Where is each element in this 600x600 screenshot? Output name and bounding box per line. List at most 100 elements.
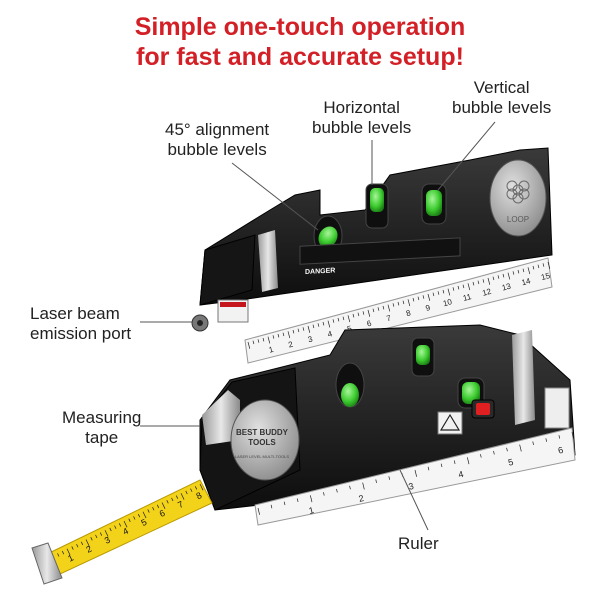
top-ruler-tick [497, 275, 500, 279]
callout-45-line-1: 45° alignment [165, 120, 270, 139]
top-ruler-tick [302, 327, 305, 331]
callout-ruler-line-1: Ruler [398, 534, 439, 553]
callout-laser-line-2: emission port [30, 324, 132, 343]
top-ruler-number: 4 [327, 329, 334, 339]
bubble-vertical-icon [426, 190, 442, 216]
tape-tick [137, 513, 141, 518]
tape-ticks [47, 483, 204, 565]
tape-number: 6 [158, 508, 167, 519]
top-level-front-cap [199, 234, 256, 306]
tape-tick [128, 518, 131, 522]
laser-power-switch-rocker [476, 403, 490, 415]
top-ruler-tick [447, 288, 451, 296]
callout-horizontal-line-2: bubble levels [312, 118, 412, 137]
bottom-laser-level: BEST BUDDY TOOLS LASER LEVEL MULTI-TOOLS… [199, 324, 576, 526]
top-ruler-number: 11 [462, 292, 473, 303]
top-ruler-tick [482, 279, 485, 283]
bottom-ruler-tick [453, 460, 456, 464]
top-ruler-tick [247, 341, 251, 349]
loop-logo-text: LOOP [507, 215, 529, 224]
bottom-metal-band [512, 330, 535, 425]
headline-line-2: for fast and accurate setup! [136, 43, 464, 71]
tape-tick [123, 520, 128, 528]
top-ruler-tick [387, 304, 391, 312]
top-ruler-tick [452, 287, 455, 291]
top-ruler-tick [367, 309, 371, 317]
tape-tick [156, 504, 160, 509]
top-ruler-tick [382, 305, 385, 310]
headline-line-1: Simple one-touch operation [134, 13, 466, 41]
bottom-ruler-tick [388, 476, 390, 480]
top-ruler-number: 5 [346, 324, 353, 334]
callout-45-line-2: bubble levels [167, 140, 267, 159]
tape-number: 5 [140, 517, 149, 528]
top-ruler-tick [357, 312, 360, 317]
tape-tick [166, 500, 169, 504]
top-ruler-number: 3 [307, 334, 314, 344]
bottom-ruler-tick [466, 457, 470, 465]
tape-tick [76, 543, 79, 548]
top-ruler-tick [252, 340, 255, 345]
bottom-ruler-ticks [257, 431, 574, 515]
top-ruler-tick [402, 300, 405, 305]
bottom-ruler-tick [283, 501, 286, 506]
top-ruler-tick [347, 315, 351, 323]
top-ruler-tick [542, 263, 545, 267]
leader-vertical [437, 121, 496, 191]
bottom-ruler-tick [558, 435, 561, 439]
tape-tick [90, 537, 93, 541]
top-ruler-tick [362, 311, 365, 315]
leader-45 [231, 162, 319, 231]
bottom-ruler-tick [440, 463, 443, 468]
bottom-ruler-tick [270, 504, 273, 509]
top-ruler-tick [372, 308, 375, 313]
callout-horizontal: Horizontal bubble levels [312, 98, 411, 138]
bottom-ruler-tick [257, 507, 260, 515]
top-ruler-tick [277, 333, 280, 338]
callout-tape-line-2: tape [85, 428, 119, 447]
tape-tick [142, 511, 147, 519]
brand-plate [230, 399, 300, 481]
top-ruler-tick [512, 271, 515, 275]
top-ruler-number: 15 [540, 271, 551, 282]
top-ruler-tick [537, 264, 540, 269]
brand-line-1: BEST BUDDY [236, 428, 289, 437]
top-ruler-tick [412, 297, 415, 302]
top-ruler-tick [437, 291, 440, 295]
top-ruler-tick [332, 319, 335, 323]
bottom-ruler-tick [349, 485, 351, 490]
top-ruler-tick [527, 267, 531, 275]
top-ruler-tick [462, 284, 465, 289]
top-ruler-tick [392, 303, 395, 307]
callout-horizontal-line-1: Horizontal [323, 98, 400, 117]
tape-tick [147, 509, 150, 513]
top-ruler-tick [417, 296, 420, 301]
tape-tick [194, 486, 198, 490]
tape-tick [80, 541, 84, 546]
top-ruler-tick [407, 299, 411, 307]
top-ruler-number: 9 [425, 303, 432, 313]
top-ruler-number: 1 [268, 345, 275, 355]
top-ruler-tick [427, 293, 431, 301]
top-ruler-tick [487, 277, 491, 285]
tape-tick [104, 530, 109, 537]
tape-tick [175, 495, 179, 499]
bottom-ruler-tick [323, 492, 325, 496]
bubble-45-icon [318, 226, 338, 248]
bottom-ruler-tick [506, 447, 508, 452]
bottom-ruler-number: 6 [557, 445, 564, 456]
bottom-ruler-tick [427, 466, 430, 471]
callout-vertical-line-1: Vertical [473, 78, 530, 97]
tape-tick [171, 497, 174, 502]
tape-number: 4 [121, 526, 130, 537]
top-ruler-tick [342, 316, 345, 321]
bottom-ruler-tick [571, 431, 574, 439]
bottom-ruler-number: 1 [308, 505, 315, 516]
tape-tick [109, 527, 112, 532]
top-ruler-tick [262, 337, 265, 342]
tape-tick [71, 546, 74, 550]
bottom-ruler-tick [336, 488, 338, 493]
top-ruler-number: 2 [287, 340, 294, 350]
